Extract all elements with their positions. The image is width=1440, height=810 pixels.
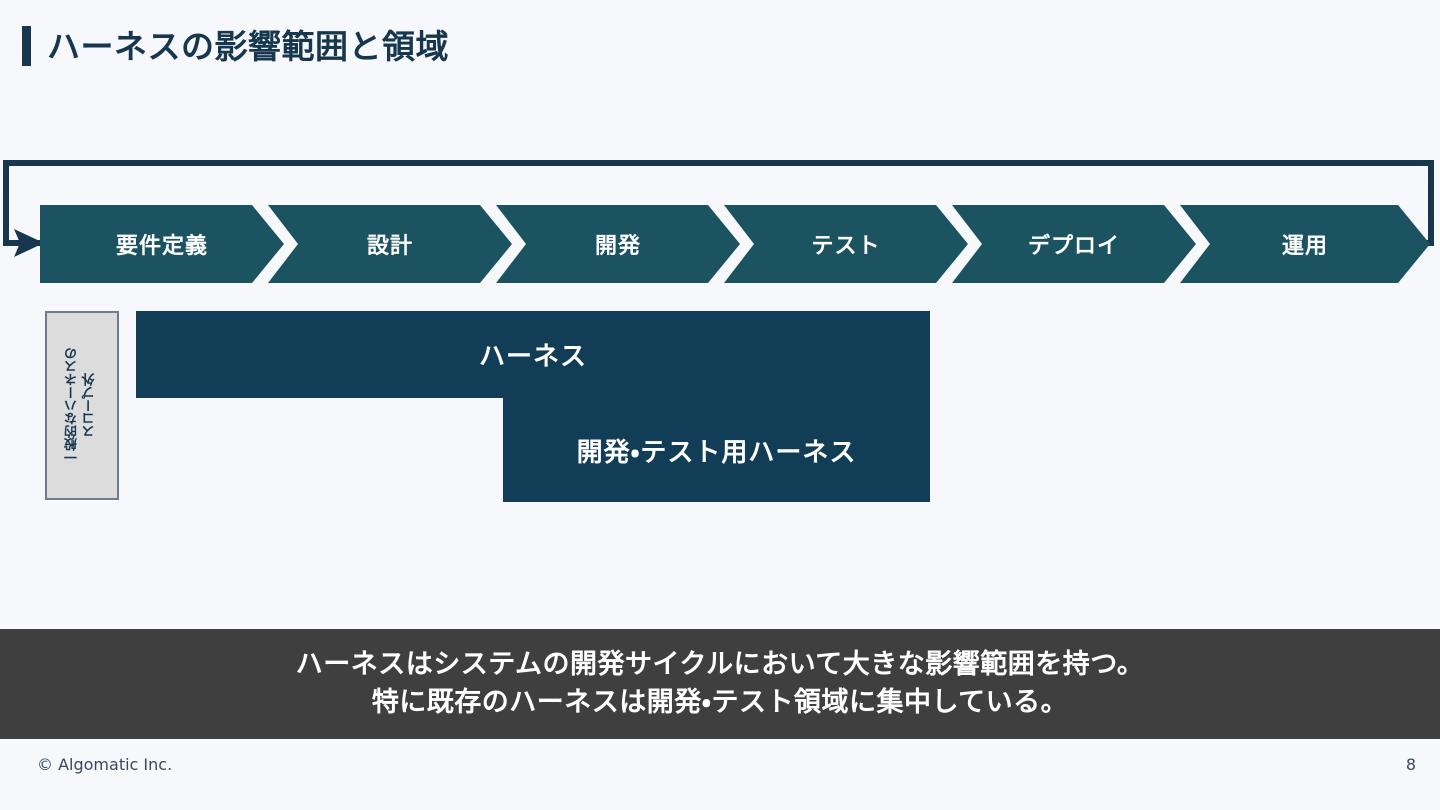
phase-chevron-2[interactable]: 設計 (268, 205, 512, 283)
phase-chevron-6[interactable]: 運用 (1180, 205, 1430, 283)
phase-label: 要件定義 (115, 234, 208, 259)
lifecycle-diagram: 要件定義 設計 開発 テスト デプロイ 運用 一般的なハーネスの スコープ外 ハ… (3, 160, 1434, 502)
coverage-bar-label: 開発・テスト用ハーネス (576, 437, 857, 468)
summary-banner: ハーネスはシステムの開発サイクルにおいて大きな影響範囲を持つ。 特に既存のハーネ… (0, 629, 1440, 739)
phase-label: テスト (811, 234, 881, 259)
footer-page-number: 8 (1405, 755, 1416, 774)
phase-chevron-1[interactable]: 要件定義 (40, 205, 284, 283)
scope-out-label: 一般的なハーネスの スコープ外 (45, 311, 119, 500)
phase-chevron-4[interactable]: テスト (724, 205, 968, 283)
coverage-bar-label: ハーネス (478, 342, 587, 372)
phase-label: 運用 (1281, 234, 1328, 259)
page-title: ハーネスの影響範囲と領域 (22, 26, 449, 66)
scope-out-label-text: 一般的なハーネスの スコープ外 (65, 347, 98, 464)
phase-label: 設計 (366, 234, 413, 259)
coverage-bar-dev-test-harness[interactable]: 開発・テスト用ハーネス (503, 398, 930, 502)
phase-chevron-5[interactable]: デプロイ (952, 205, 1196, 283)
title-accent-bar (22, 26, 31, 66)
footer-copyright: © Algomatic Inc. (37, 755, 173, 774)
coverage-bar-harness[interactable]: ハーネス (136, 311, 930, 398)
page-title-text: ハーネスの影響範囲と領域 (47, 26, 449, 66)
summary-line-2: 特に既存のハーネスは開発・テスト領域に集中している。 (371, 687, 1069, 718)
phase-chevron-3[interactable]: 開発 (496, 205, 740, 283)
summary-line-1: ハーネスはシステムの開発サイクルにおいて大きな影響範囲を持つ。 (295, 649, 1145, 681)
phase-label: 開発 (594, 234, 641, 259)
phase-label: デプロイ (1027, 234, 1120, 259)
